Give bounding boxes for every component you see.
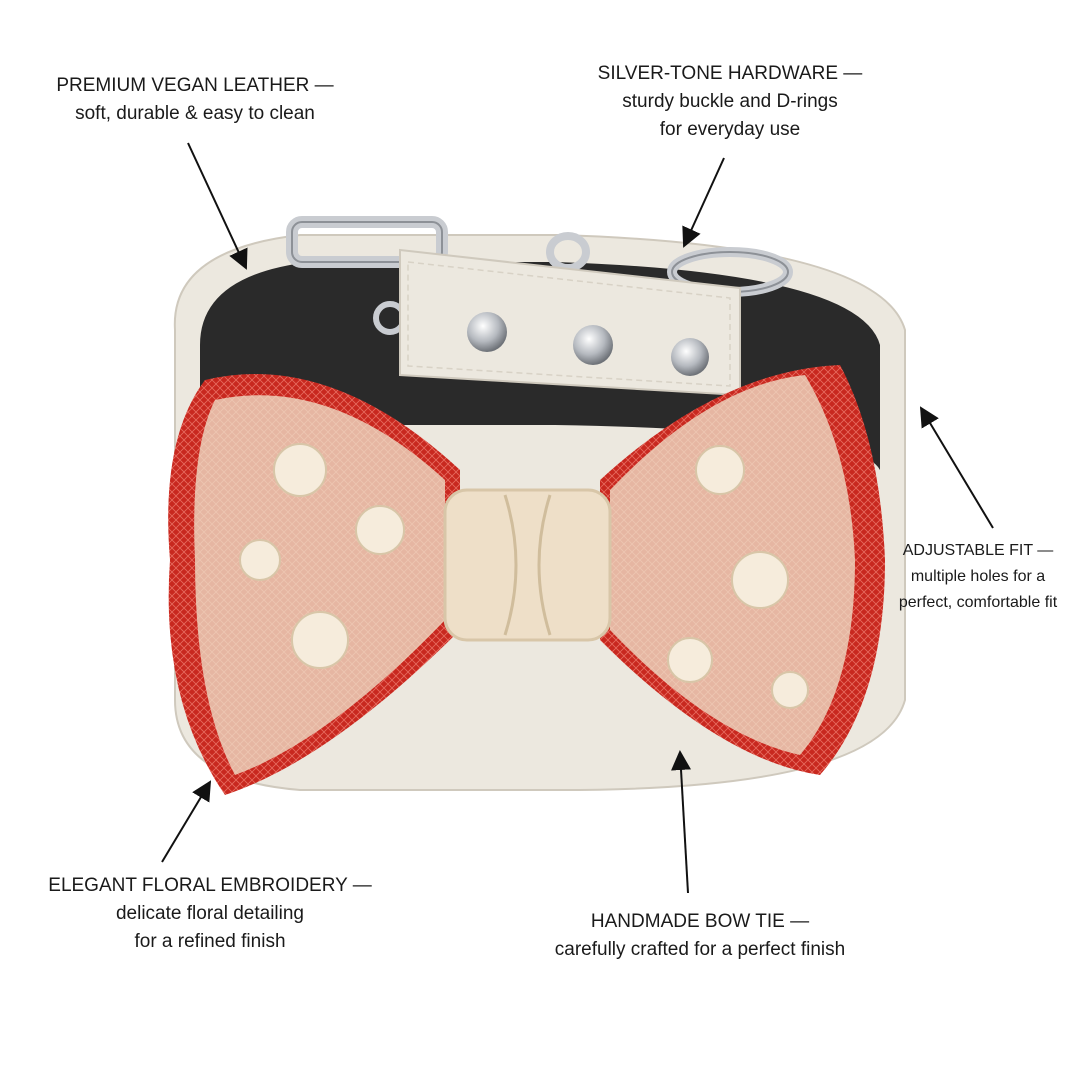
callout-hardware-title: SILVER-TONE HARDWARE — [597, 63, 863, 84]
callout-bowtie-line-1: carefully crafted for a perfect finish [554, 939, 846, 960]
callout-leather-title: PREMIUM VEGAN LEATHER — [56, 75, 334, 96]
callout-fit-title: ADJUSTABLE FIT — [902, 542, 1054, 559]
bow-tie [168, 365, 885, 795]
callout-hardware: SILVER-TONE HARDWARE — sturdy buckle and… [565, 60, 895, 144]
arrow-leather [187, 142, 248, 270]
arrow-fit [919, 406, 994, 529]
callout-embroidery-title: ELEGANT FLORAL EMBROIDERY — [48, 875, 372, 896]
callout-embroidery-line-2: for a refined finish [134, 931, 286, 952]
callout-leather-line-1: soft, durable & easy to clean [75, 103, 315, 124]
callout-fit-line-2: perfect, comfortable fit [898, 594, 1058, 611]
callout-embroidery-line-1: delicate floral detailing [115, 903, 304, 924]
callout-embroidery: ELEGANT FLORAL EMBROIDERY — delicate flo… [20, 872, 400, 956]
callout-arrows [161, 142, 994, 894]
callout-fit-line-1: multiple holes for a [910, 568, 1046, 585]
callout-bowtie: HANDMADE BOW TIE — carefully crafted for… [505, 908, 895, 964]
arrow-bowtie [671, 750, 692, 894]
strap-keeper [399, 248, 741, 397]
arrow-hardware [682, 157, 725, 248]
callout-fit: ADJUSTABLE FIT — multiple holes for a pe… [880, 538, 1076, 616]
callout-leather: PREMIUM VEGAN LEATHER — soft, durable & … [30, 72, 360, 128]
buckle [286, 216, 448, 268]
callout-hardware-line-1: sturdy buckle and D-rings [622, 91, 838, 112]
callout-hardware-line-2: for everyday use [659, 119, 801, 140]
callout-bowtie-title: HANDMADE BOW TIE — [590, 911, 810, 932]
arrow-embroidery [161, 780, 212, 863]
